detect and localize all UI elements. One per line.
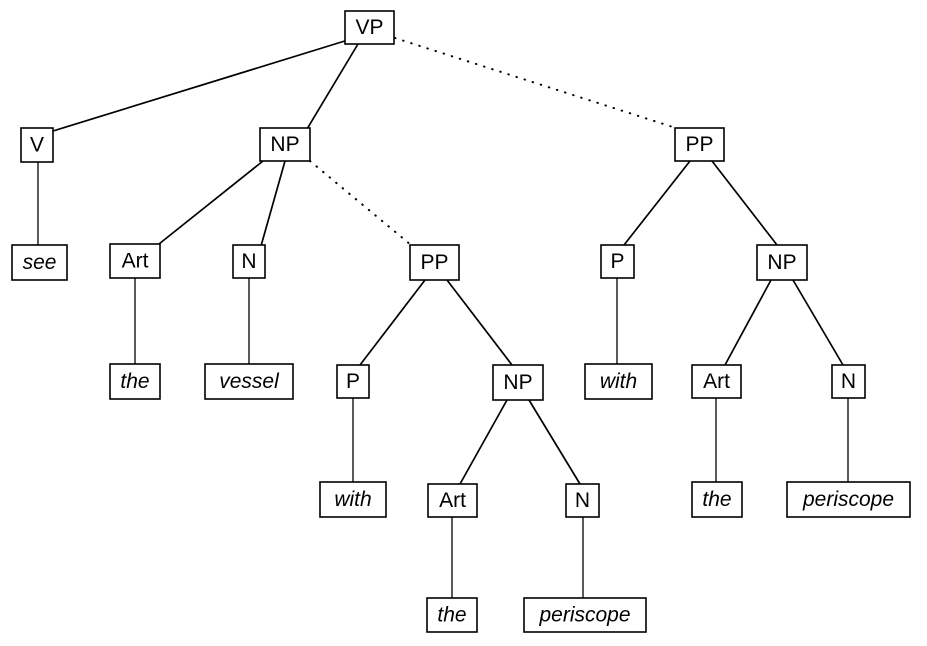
node-label-pp-mid: PP — [420, 251, 448, 274]
node-label-the1: the — [120, 370, 149, 393]
node-label-n1: N — [241, 250, 256, 273]
node-box-vp — [344, 10, 395, 45]
tree-node-np1[interactable]: NP — [259, 127, 311, 162]
node-box-n1 — [232, 244, 266, 279]
tree-edge-np1-to-art1 — [158, 160, 264, 245]
node-label-art1: Art — [122, 250, 149, 273]
tree-edge-vp-to-np1 — [306, 43, 359, 130]
node-label-pp-right: PP — [685, 133, 713, 156]
node-label-n-right: N — [841, 370, 856, 393]
tree-node-n1[interactable]: N — [232, 244, 266, 279]
tree-edge-vp-to-v — [52, 39, 349, 132]
node-label-with-mid: with — [334, 488, 371, 511]
node-box-art-mid — [427, 483, 478, 518]
tree-node-v[interactable]: V — [20, 127, 54, 163]
tree-node-np-right[interactable]: NP — [756, 244, 808, 281]
node-box-with-mid — [319, 481, 387, 518]
tree-edge-pp-mid-to-p-mid — [359, 279, 426, 366]
tree-node-vp[interactable]: VP — [344, 10, 395, 45]
node-label-the-right: the — [702, 488, 731, 511]
tree-edge-np1-to-pp-mid — [309, 160, 412, 246]
node-label-art-mid: Art — [439, 489, 466, 512]
node-box-n-mid — [565, 483, 600, 518]
node-box-np1 — [259, 127, 311, 162]
node-box-the1 — [109, 363, 161, 400]
node-box-np-right — [756, 244, 808, 281]
node-label-np-mid: NP — [503, 371, 532, 394]
tree-edge-np-mid-to-art-mid — [459, 399, 508, 485]
node-box-the-right — [691, 481, 743, 518]
tree-edge-pp-mid-to-np-mid — [446, 279, 513, 366]
tree-node-p-right[interactable]: P — [600, 244, 635, 279]
tree-edge-np1-to-n1 — [260, 160, 286, 247]
node-box-see — [11, 244, 68, 281]
node-box-n-right — [831, 364, 866, 399]
node-box-art-right — [691, 364, 742, 399]
tree-edge-np-right-to-n-right — [792, 279, 844, 366]
tree-node-the-mid[interactable]: the — [426, 597, 478, 633]
tree-node-art1[interactable]: Art — [109, 243, 161, 279]
tree-node-n-right[interactable]: N — [831, 364, 866, 399]
tree-node-the-right[interactable]: the — [691, 481, 743, 518]
tree-node-see[interactable]: see — [11, 244, 68, 281]
tree-node-with-mid[interactable]: with — [319, 481, 387, 518]
node-label-see: see — [23, 251, 57, 274]
edge-layer — [37, 37, 849, 598]
tree-node-np-mid[interactable]: NP — [492, 364, 544, 401]
node-label-np-right: NP — [767, 251, 796, 274]
node-box-p-right — [600, 244, 635, 279]
node-box-pp-mid — [409, 244, 460, 281]
tree-node-art-right[interactable]: Art — [691, 364, 742, 399]
node-label-v: V — [30, 134, 44, 157]
tree-node-periscope-right[interactable]: periscope — [786, 481, 911, 518]
node-box-p-mid — [336, 364, 370, 399]
node-label-art-right: Art — [703, 370, 730, 393]
tree-edge-pp-right-to-np-right — [711, 160, 778, 246]
node-label-periscope-mid: periscope — [538, 604, 630, 627]
node-box-np-mid — [492, 364, 544, 401]
node-box-periscope-mid — [523, 597, 647, 633]
tree-node-vessel[interactable]: vessel — [204, 363, 294, 400]
tree-node-the1[interactable]: the — [109, 363, 161, 400]
node-box-art1 — [109, 243, 161, 279]
node-label-vessel: vessel — [219, 370, 280, 393]
tree-node-with-right[interactable]: with — [584, 363, 653, 400]
node-label-with-right: with — [600, 370, 637, 393]
node-label-p-right: P — [610, 250, 624, 273]
tree-edge-np-mid-to-n-mid — [528, 399, 581, 485]
tree-node-periscope-mid[interactable]: periscope — [523, 597, 647, 633]
node-label-n-mid: N — [575, 489, 590, 512]
tree-edge-np-right-to-art-right — [724, 279, 772, 366]
node-label-p-mid: P — [346, 370, 360, 393]
node-label-the-mid: the — [437, 604, 466, 627]
tree-node-pp-right[interactable]: PP — [674, 127, 725, 162]
tree-edge-pp-right-to-p-right — [623, 160, 691, 246]
node-box-vessel — [204, 363, 294, 400]
tree-node-pp-mid[interactable]: PP — [409, 244, 460, 281]
node-box-periscope-right — [786, 481, 911, 518]
node-box-v — [20, 127, 54, 163]
node-box-the-mid — [426, 597, 478, 633]
node-label-vp: VP — [355, 16, 383, 39]
node-label-periscope-right: periscope — [802, 488, 894, 511]
tree-node-p-mid[interactable]: P — [336, 364, 370, 399]
tree-node-n-mid[interactable]: N — [565, 483, 600, 518]
tree-node-art-mid[interactable]: Art — [427, 483, 478, 518]
node-box-pp-right — [674, 127, 725, 162]
node-label-np1: NP — [270, 133, 299, 156]
tree-edge-vp-to-pp-right — [394, 37, 677, 129]
node-box-with-right — [584, 363, 653, 400]
